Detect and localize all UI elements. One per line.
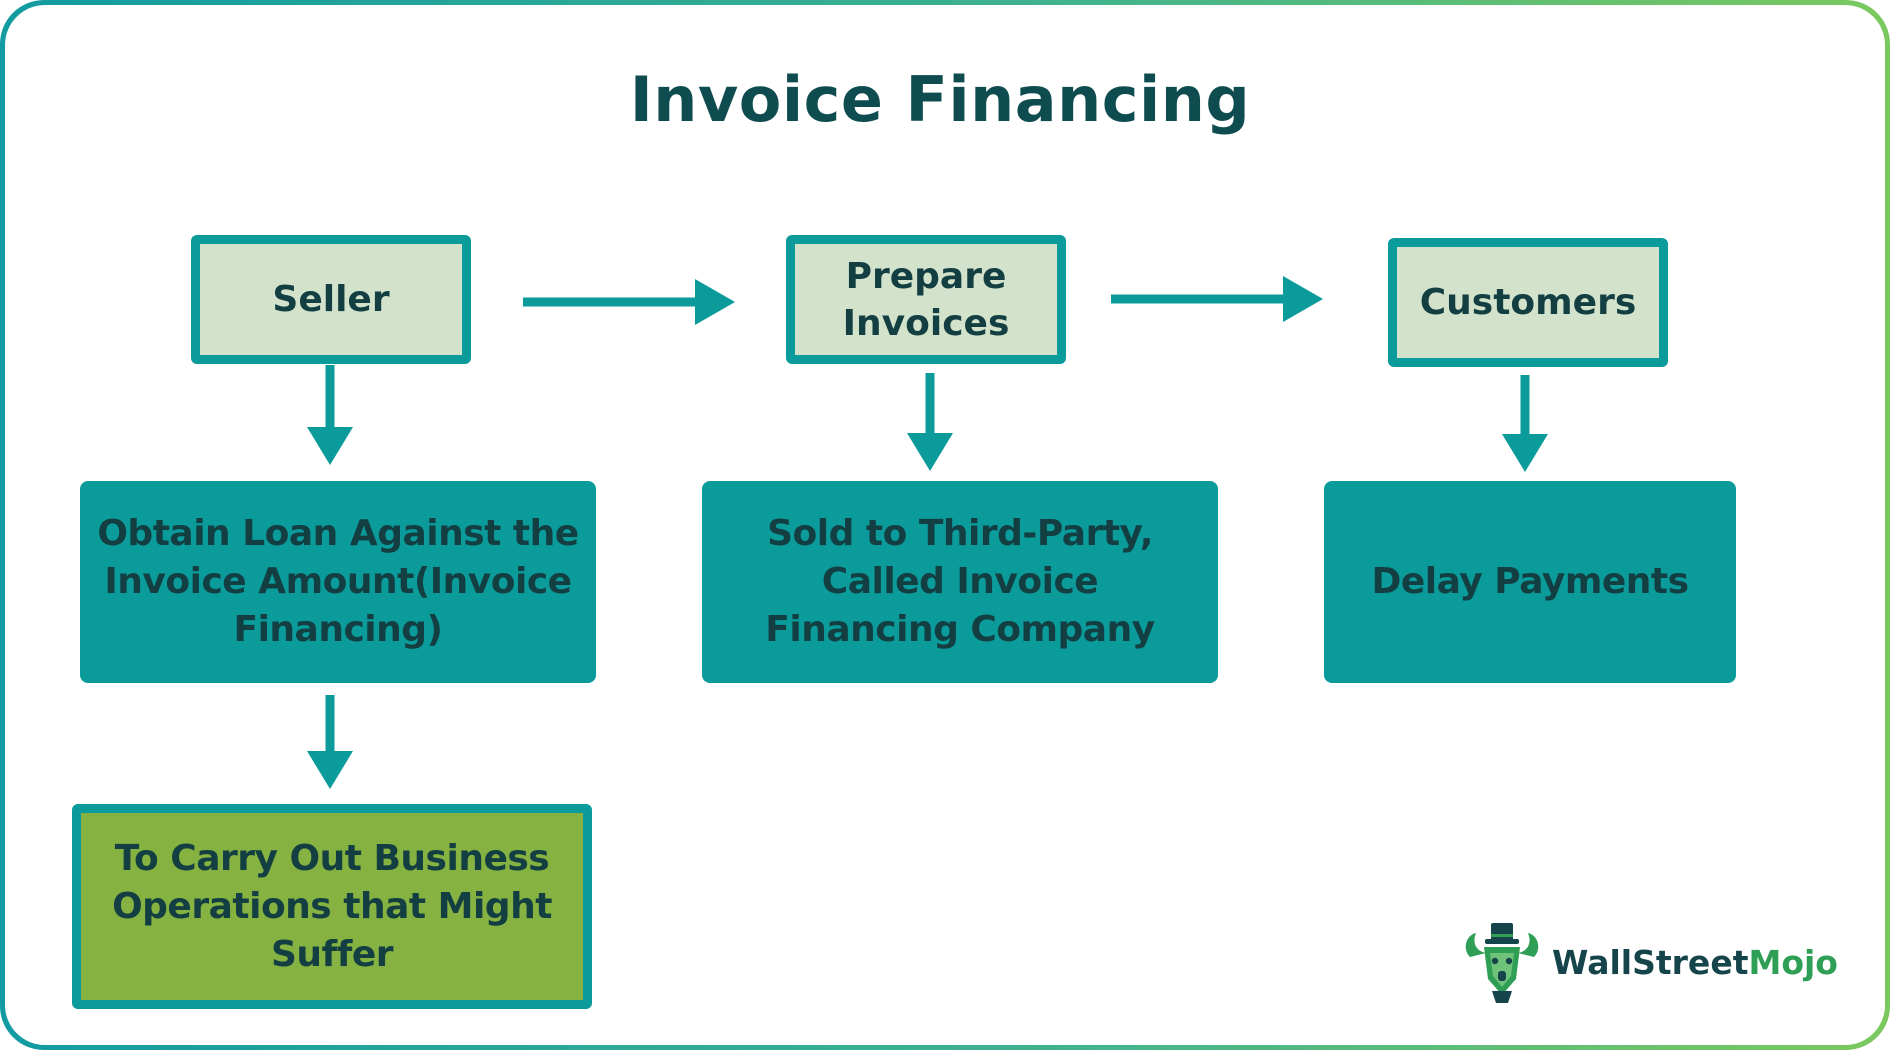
node-carry-out-line-3: Suffer (270, 933, 394, 975)
node-customers-label: Customers (1419, 282, 1637, 323)
node-prepare-invoices-line-1: Prepare (845, 255, 1007, 297)
node-obtain-loan-line-3: Financing) (233, 609, 443, 650)
node-carry-out-line-1: To Carry Out Business (114, 837, 550, 879)
arrowhead-right-2 (1283, 276, 1323, 322)
diagram-canvas: Invoice Financing Seller (5, 5, 1885, 1045)
node-carry-out-business: To Carry Out Business Operations that Mi… (72, 804, 592, 1009)
node-seller-label: Seller (272, 279, 390, 320)
node-sold-to-third-party: Sold to Third-Party, Called Invoice Fina… (702, 481, 1218, 683)
node-obtain-loan-line-2: Invoice Amount(Invoice (104, 561, 572, 602)
bull-mascot-icon (1465, 922, 1539, 1003)
arrowhead-down-3 (1502, 434, 1548, 472)
node-obtain-loan: Obtain Loan Against the Invoice Amount(I… (80, 481, 596, 683)
node-sold-line-3: Financing Company (765, 609, 1155, 650)
node-delay-payments: Delay Payments (1324, 481, 1736, 683)
node-prepare-invoices-line-2: Invoices (842, 302, 1010, 344)
arrowhead-right-1 (695, 279, 735, 325)
diagram-title: Invoice Financing (629, 63, 1251, 136)
node-obtain-loan-line-1: Obtain Loan Against the (97, 513, 579, 554)
arrowhead-down-1 (307, 427, 353, 465)
wallstreetmojo-logo: WallStreetMojo (1460, 920, 1845, 1005)
arrowhead-down-2 (907, 433, 953, 471)
node-customers: Customers (1388, 238, 1668, 367)
logo-text-wallstreet: WallStreet (1552, 943, 1749, 982)
node-sold-line-2: Called Invoice (821, 561, 1099, 602)
logo-wordmark: WallStreetMojo (1552, 943, 1838, 982)
node-delay-payments-label: Delay Payments (1371, 561, 1689, 602)
node-prepare-invoices: Prepare Invoices (786, 235, 1066, 364)
node-seller: Seller (191, 235, 471, 364)
node-carry-out-line-2: Operations that Might (112, 885, 552, 927)
node-sold-line-1: Sold to Third-Party, (767, 513, 1153, 554)
logo-text-mojo: Mojo (1748, 943, 1838, 982)
arrowhead-down-4 (307, 751, 353, 789)
connector-arrows (307, 276, 1548, 789)
